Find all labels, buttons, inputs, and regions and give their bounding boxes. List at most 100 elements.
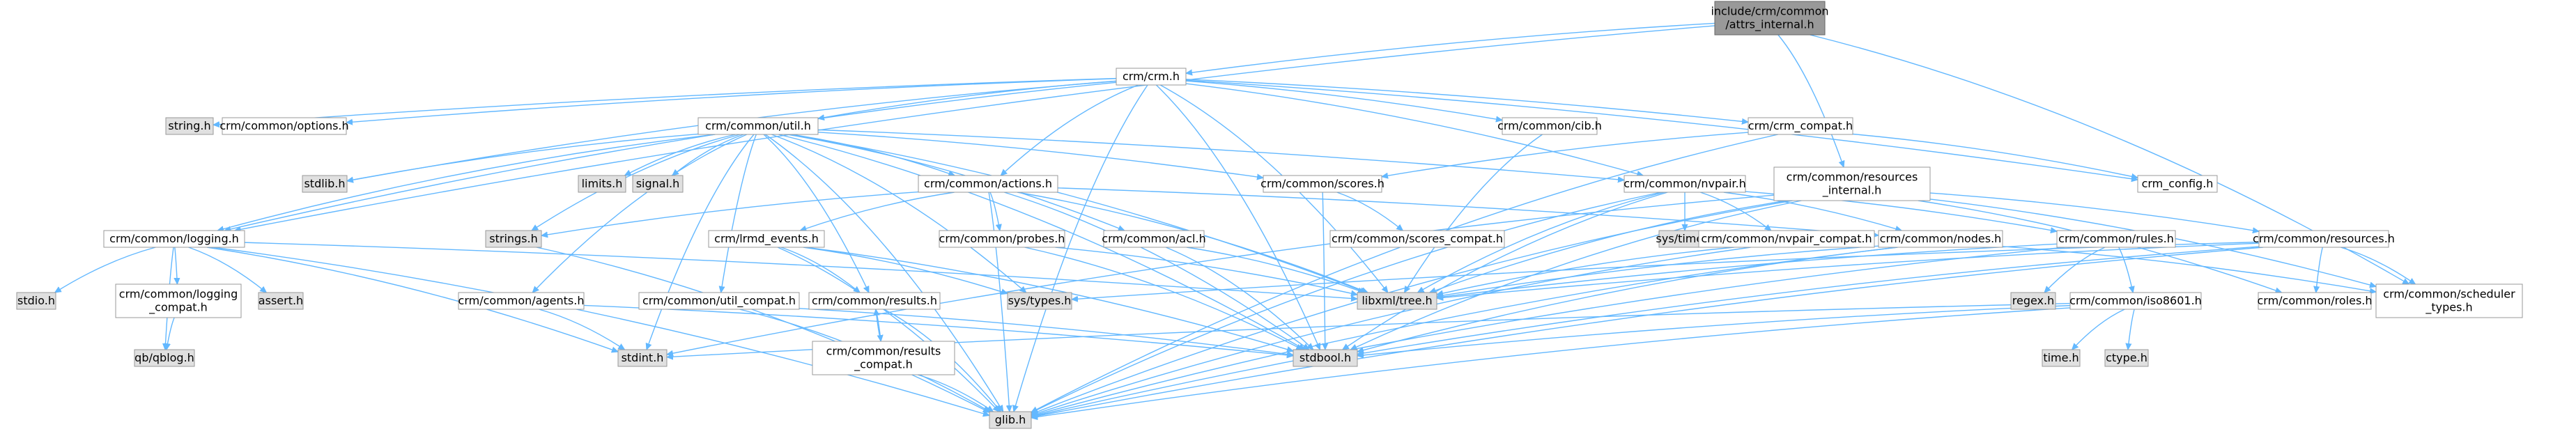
edge-util-to-results <box>763 134 870 293</box>
node-box-stdlib <box>302 175 348 193</box>
node-label-stdbool: stdbool.h <box>1299 351 1351 364</box>
node-label-scheduler_types: crm/common/scheduler <box>2383 288 2515 301</box>
edge-resources_internal-to-resources <box>1929 192 2259 231</box>
node-box-roles <box>2258 292 2372 310</box>
node-roles[interactable]: crm/common/roles.h <box>2257 292 2373 310</box>
edges-layer <box>55 22 2416 417</box>
edge-crm_h-to-logging <box>224 81 1117 231</box>
node-label-lrmd_events: crm/lrmd_events.h <box>714 232 819 246</box>
node-label-roles: crm/common/roles.h <box>2257 294 2372 307</box>
node-rules[interactable]: crm/common/rules.h <box>2056 230 2176 248</box>
node-resources_internal[interactable]: crm/common/resources_internal.h <box>1773 166 1931 201</box>
edge-resources-to-stdbool <box>1357 246 2260 354</box>
node-nvpair[interactable]: crm/common/nvpair.h <box>1624 175 1746 193</box>
node-box-resources <box>2258 230 2389 248</box>
edge-util-to-glib <box>764 134 1003 412</box>
node-libxml: libxml/tree.h <box>1357 292 1437 310</box>
nodes-layer: include/crm/common/attrs_internal.hcrm/c… <box>16 1 2523 429</box>
node-agents[interactable]: crm/common/agents.h <box>458 292 585 310</box>
node-label-logging: crm/common/logging.h <box>109 232 239 245</box>
node-crm_config[interactable]: crm_config.h <box>2137 175 2218 193</box>
node-logging[interactable]: crm/common/logging.h <box>103 230 245 248</box>
edge-resources-to-systypes <box>1072 241 2260 299</box>
node-box-cib <box>1502 117 1598 135</box>
node-scheduler_types[interactable]: crm/common/scheduler_types.h <box>2375 283 2523 318</box>
node-scores_compat[interactable]: crm/common/scores_compat.h <box>1329 230 1505 248</box>
node-scores[interactable]: crm/common/scores.h <box>1260 175 1385 193</box>
edge-rules-to-iso8601 <box>2118 247 2133 293</box>
edge-probes-to-stdbool <box>1024 247 1303 350</box>
edge-util-to-logging <box>217 134 716 231</box>
node-label-agents: crm/common/agents.h <box>458 294 585 307</box>
node-label-stdint: stdint.h <box>622 351 664 364</box>
node-box-assert <box>258 292 304 310</box>
node-actions[interactable]: crm/common/actions.h <box>918 175 1058 193</box>
edge-nodes-to-stdbool <box>1357 247 1898 352</box>
node-ctype: ctype.h <box>2104 349 2149 367</box>
node-util_compat[interactable]: crm/common/util_compat.h <box>638 292 800 310</box>
node-label-root: include/crm/common <box>1711 5 1828 18</box>
node-string: string.h <box>165 117 214 135</box>
node-results[interactable]: crm/common/results.h <box>808 292 941 310</box>
node-lrmd_events[interactable]: crm/lrmd_events.h <box>708 230 825 248</box>
node-box-stdio <box>16 292 56 310</box>
node-box-nvpair_compat <box>1698 230 1875 248</box>
edge-scores-to-scores_compat <box>1336 192 1403 231</box>
node-label-results_compat: _compat.h <box>854 358 913 372</box>
edge-util-to-agents <box>532 134 748 293</box>
node-cib[interactable]: crm/common/cib.h <box>1497 117 1602 135</box>
edge-util-to-nvpair <box>817 129 1624 180</box>
node-label-scores: crm/common/scores.h <box>1260 177 1385 190</box>
edge-crm_h-to-glib <box>1014 84 1148 412</box>
node-label-nodes: crm/common/nodes.h <box>1880 232 2002 245</box>
node-crm_h[interactable]: crm/crm.h <box>1116 68 1187 86</box>
node-logging_compat[interactable]: crm/common/logging_compat.h <box>115 283 242 318</box>
node-iso8601[interactable]: crm/common/iso8601.h <box>2069 292 2202 310</box>
node-crm_compat[interactable]: crm/crm_compat.h <box>1748 117 1853 135</box>
node-box-glib <box>989 411 1032 429</box>
node-results_compat[interactable]: crm/common/results_compat.h <box>812 341 955 375</box>
node-probes[interactable]: crm/common/probes.h <box>939 230 1065 248</box>
node-label-rules: crm/common/rules.h <box>2058 232 2174 245</box>
edge-util-to-stdlib <box>347 133 699 180</box>
node-timeh: time.h <box>2042 349 2081 367</box>
edge-util-to-signal <box>672 134 744 176</box>
node-box-limits <box>578 175 626 193</box>
node-box-acl <box>1103 230 1205 248</box>
node-box-results <box>808 292 941 310</box>
edge-actions-to-probes <box>989 192 1000 231</box>
edge-actions-to-nodes <box>1057 187 1879 235</box>
edge-probes-to-libxml <box>1055 247 1357 295</box>
edge-strings-to-glib <box>536 247 989 413</box>
node-label-crm_config: crm_config.h <box>2142 177 2214 191</box>
node-label-resources_internal: crm/common/resources <box>1787 171 1918 184</box>
node-label-crm_h: crm/crm.h <box>1123 70 1180 83</box>
node-limits: limits.h <box>578 175 626 193</box>
node-util[interactable]: crm/common/util.h <box>697 117 819 135</box>
node-box-actions <box>918 175 1058 193</box>
node-label-strings: strings.h <box>489 232 538 245</box>
edge-lrmd_events-to-stdbool <box>805 247 1293 351</box>
node-box-resources_internal <box>1773 166 1931 201</box>
edge-cib-to-libxml <box>1404 134 1543 293</box>
edge-util-to-systypes <box>771 134 1026 293</box>
edge-nodes-to-glib <box>1031 247 1898 416</box>
edge-crm_compat-to-crm_config <box>1852 133 2138 178</box>
node-options[interactable]: crm/common/options.h <box>219 117 349 135</box>
node-label-options: crm/common/options.h <box>219 119 348 132</box>
node-nodes[interactable]: crm/common/nodes.h <box>1878 230 2003 248</box>
node-box-root <box>1714 1 1826 36</box>
edge-crm_h-to-stdbool <box>1155 84 1321 350</box>
node-nvpair_compat[interactable]: crm/common/nvpair_compat.h <box>1698 230 1875 248</box>
edge-scores-to-stdbool <box>1322 192 1325 350</box>
node-acl[interactable]: crm/common/acl.h <box>1102 230 1206 248</box>
node-label-crm_compat: crm/crm_compat.h <box>1748 119 1853 133</box>
edge-util-to-limits <box>624 134 736 176</box>
node-box-regex <box>2010 292 2056 310</box>
node-label-nvpair: crm/common/nvpair.h <box>1624 177 1746 190</box>
edge-iso8601-to-ctype <box>2128 309 2135 350</box>
node-box-logging_compat <box>115 283 242 318</box>
node-resources[interactable]: crm/common/resources.h <box>2253 230 2395 248</box>
